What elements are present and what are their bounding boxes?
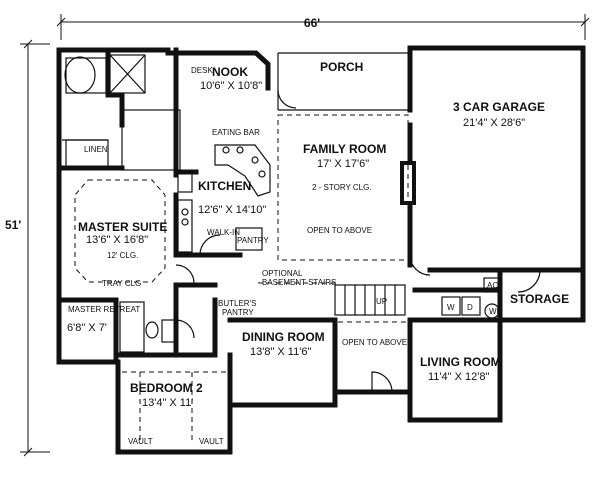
stairs-icon — [334, 284, 406, 316]
eating-bar-label: EATING BAR — [212, 128, 260, 137]
bedroom2-name: BEDROOM 2 — [130, 381, 203, 395]
ac-unit-icon — [483, 277, 501, 293]
retreat-name: MASTER RETREAT — [68, 305, 140, 314]
width-dimension: 66' — [56, 14, 590, 40]
master-size: 13'6" X 16'8" — [86, 234, 148, 246]
door-icon — [175, 319, 195, 339]
family-size: 17' X 17'6" — [317, 158, 369, 170]
butlers-pantry-label: PANTRY — [222, 308, 254, 317]
nook-size: 10'6" X 10'8" — [200, 80, 262, 92]
basement-label: OPTIONAL — [262, 269, 303, 278]
family-note: 2 - STORY CLG. — [312, 183, 372, 192]
vault-right-label: VAULT — [199, 437, 224, 446]
ac-label: AC — [487, 281, 498, 290]
walkin-label: WALK-IN — [207, 228, 240, 237]
bedroom2-size: 13'4" X 11' — [142, 397, 193, 409]
depth-label: 51' — [5, 218, 21, 232]
living-name: LIVING ROOM — [420, 355, 501, 369]
basement-stairs-label: BASEMENT STAIRS — [262, 278, 336, 287]
interior-walls — [56, 45, 586, 423]
family-open-above: OPEN TO ABOVE — [307, 226, 372, 235]
bathtub-icon — [119, 301, 145, 353]
door-icon — [199, 234, 221, 256]
bathtub-icon — [64, 56, 96, 94]
toilet-icon — [145, 321, 159, 339]
washer-label: W — [447, 303, 455, 312]
door-icon — [517, 269, 541, 293]
garage-size: 21'4" X 28'6" — [463, 117, 525, 129]
dryer-icon — [461, 296, 481, 316]
width-label: 66' — [304, 16, 320, 30]
butlers-label: BUTLER'S — [218, 299, 256, 308]
room-labels: NOOK 10'6" X 10'8" DESK PORCH 3 CAR GARA… — [67, 60, 569, 446]
living-size: 11'4" X 12'8" — [428, 371, 489, 383]
door-icon — [409, 254, 431, 276]
master-tray: TRAY CLG — [102, 279, 141, 288]
linen-label: LINEN — [84, 145, 108, 154]
dryer-label: D — [467, 303, 473, 312]
washer-icon — [441, 296, 461, 316]
nook-name: NOOK — [212, 65, 248, 79]
dining-name: DINING ROOM — [242, 330, 325, 344]
open-above-label: OPEN TO ABOVE — [342, 338, 407, 347]
sink-icon — [161, 319, 177, 343]
depth-dimension: 51' — [5, 39, 50, 457]
water-heater-icon — [484, 303, 500, 319]
master-ceiling: 12' CLG. — [107, 251, 138, 260]
desk-label: DESK — [191, 66, 213, 75]
storage-name: STORAGE — [510, 292, 569, 306]
porch-name: PORCH — [320, 60, 363, 74]
door-icon — [371, 371, 393, 393]
retreat-size: 6'8" X 7' — [67, 322, 107, 334]
garage-name: 3 CAR GARAGE — [453, 100, 545, 114]
door-icon — [175, 264, 195, 284]
dining-size: 13'8" X 11'6" — [250, 346, 311, 358]
wh-label: WH — [489, 307, 503, 316]
up-label: UP — [376, 297, 387, 306]
master-name: MASTER SUITE — [78, 220, 167, 234]
shower-icon — [109, 54, 146, 94]
pantry-label: PANTRY — [237, 236, 269, 245]
kitchen-size: 12'6" X 14'10" — [198, 204, 266, 216]
kitchen-name: KITCHEN — [198, 179, 251, 193]
doors — [175, 89, 541, 393]
family-name: FAMILY ROOM — [303, 142, 386, 156]
door-icon — [277, 89, 297, 109]
vault-left-label: VAULT — [128, 437, 153, 446]
fixtures — [64, 54, 501, 440]
